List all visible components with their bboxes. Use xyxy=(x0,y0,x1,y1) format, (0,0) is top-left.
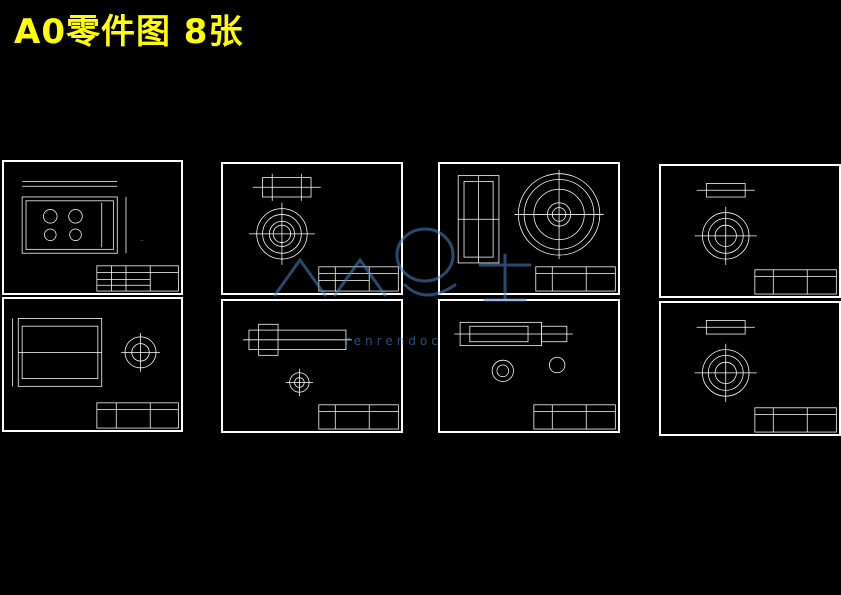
drawing-flange-hub-lower xyxy=(694,320,837,433)
drawing-sheet-1[interactable]: — xyxy=(2,160,183,295)
svg-text:—: — xyxy=(141,239,144,243)
drawing-sheet-8[interactable] xyxy=(659,301,841,436)
drawing-shaft xyxy=(243,323,399,430)
drawing-sheet-5[interactable] xyxy=(2,297,183,432)
drawing-sheet-2[interactable] xyxy=(221,162,403,295)
drawing-stepped-shaft xyxy=(454,321,616,430)
drawing-sheet-4[interactable] xyxy=(659,164,841,298)
drawing-sheet-6[interactable] xyxy=(221,299,403,433)
drawing-sheet-7[interactable] xyxy=(438,299,620,433)
drawing-flange-hub-small xyxy=(694,183,837,295)
drawing-sheet-3[interactable] xyxy=(438,162,620,295)
page-title: A0零件图 8张 xyxy=(14,12,244,52)
drawing-splined-sleeve xyxy=(12,318,179,429)
drawing-pulley-wheel xyxy=(457,169,616,292)
drawing-flange-hub xyxy=(248,173,399,292)
drawing-plate-plan-view: — xyxy=(21,181,179,292)
